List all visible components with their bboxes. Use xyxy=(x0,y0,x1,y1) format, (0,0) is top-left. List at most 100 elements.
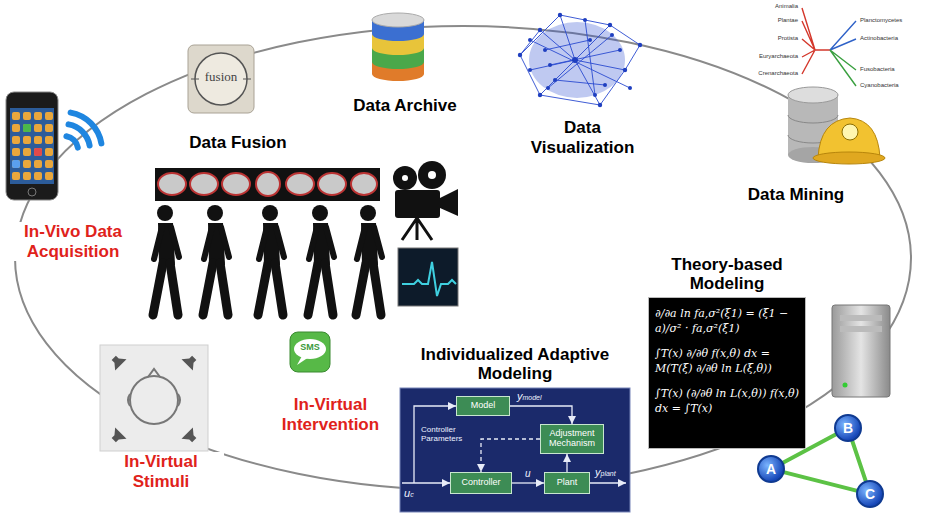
graph-node: C xyxy=(856,480,884,508)
network-graph xyxy=(583,18,587,22)
brain-strip xyxy=(256,172,280,196)
phone-icon xyxy=(10,108,54,184)
equation-text: ∫T(x) ∂/∂θ f(x,θ) dx = M(T(ξ) ∂/∂θ ln L(… xyxy=(655,346,799,377)
phylo-tree xyxy=(802,8,830,74)
stimuli-icon xyxy=(182,428,200,446)
server-icon xyxy=(832,305,890,397)
tree-label: Euryarchaeota xyxy=(748,53,798,60)
sms-icon xyxy=(297,356,309,365)
section-heading: Theory-based Modeling xyxy=(649,255,805,294)
stage-label: Data Fusion xyxy=(168,133,308,153)
tree-label: Animalia xyxy=(758,3,798,10)
database-icon xyxy=(372,13,424,81)
signal-wire xyxy=(402,406,626,483)
walking-figures xyxy=(203,205,229,315)
fusion-icon xyxy=(188,45,254,113)
network-graph xyxy=(593,93,597,97)
sms-icon xyxy=(290,332,330,372)
brain-strip xyxy=(158,173,186,195)
camera-icon xyxy=(440,189,458,216)
stimuli-icon xyxy=(108,352,200,446)
network-graph xyxy=(538,93,542,97)
stage-label: In-Vivo Data Acquisition xyxy=(8,222,138,261)
brain-strip xyxy=(155,168,380,201)
database-icon xyxy=(372,13,424,27)
walking-figures xyxy=(258,205,284,315)
stage-label: Data Visualization xyxy=(515,118,650,157)
walking-figures xyxy=(308,205,334,315)
network-graph xyxy=(603,83,607,87)
tree-label: Fusobacteria xyxy=(860,66,912,73)
network-graph xyxy=(528,38,532,42)
node-text: Model xyxy=(471,401,496,411)
fusion-icon xyxy=(188,45,254,113)
edge-label: u xyxy=(524,468,532,480)
signal-wire xyxy=(402,482,450,483)
ecg-icon xyxy=(398,248,458,306)
phone-icon xyxy=(23,124,31,132)
wifi-icon xyxy=(71,113,102,144)
control-diagram-panel: Individualized Adaptive ModelingModelAdj… xyxy=(400,388,630,512)
wifi-icon xyxy=(69,124,90,145)
network-graph xyxy=(608,23,612,27)
fusion-icon xyxy=(243,79,251,80)
network-graph xyxy=(558,13,562,17)
walking-figures xyxy=(356,205,382,315)
network-graph xyxy=(553,78,557,82)
section-heading: Individualized Adaptive Modeling xyxy=(420,345,610,384)
phone-icon xyxy=(6,92,58,200)
camera-icon xyxy=(402,218,432,240)
tree-label: Planctomycetes xyxy=(860,17,912,24)
data-mining-icon xyxy=(813,152,885,164)
camera-icon xyxy=(393,161,458,240)
network-graph xyxy=(598,103,602,107)
data-mining-icon xyxy=(788,87,838,103)
network-graph xyxy=(610,33,614,37)
phone-icon xyxy=(10,108,54,184)
tree-label: Plantae xyxy=(758,17,798,24)
equation-panel: Theory-based Modeling∂/∂a ln fa,σ²(ξ1) =… xyxy=(648,297,806,449)
network-graph xyxy=(528,68,532,72)
ecg-icon xyxy=(398,248,458,306)
network-graph xyxy=(628,86,632,90)
graph-edge xyxy=(785,472,857,490)
network-graph xyxy=(572,57,578,63)
edge-label: Controller Parameters xyxy=(420,425,472,443)
signal-arrow xyxy=(566,454,567,472)
brain-strip xyxy=(286,173,314,195)
network-graph xyxy=(518,53,522,57)
tree-label: Actinobacteria xyxy=(860,35,912,42)
equation-text: ∫T(x) (∂/∂θ ln L(x,θ)) f(x,θ) dx = ∫T(x) xyxy=(655,386,799,417)
stage-label: In-Virtual Stimuli xyxy=(98,452,224,491)
tree-label: Crenarchaeota xyxy=(748,70,798,77)
walking-figures xyxy=(153,205,382,315)
stage-label: Data Mining xyxy=(726,185,866,205)
node-text: Controller xyxy=(461,478,500,488)
graph-node: A xyxy=(757,455,785,483)
camera-icon xyxy=(395,190,440,218)
phone-icon xyxy=(12,160,20,168)
network-graph xyxy=(588,38,592,42)
server-icon xyxy=(840,315,882,321)
wifi-icon xyxy=(66,113,101,148)
brain-strip xyxy=(158,172,377,196)
block-box: Controller xyxy=(450,472,512,494)
ecg-icon xyxy=(402,262,456,296)
stimuli-icon xyxy=(108,352,126,370)
control-panel-fill xyxy=(400,388,630,512)
network-graph xyxy=(546,86,550,90)
network-graph xyxy=(638,43,642,47)
fusion-icon xyxy=(191,79,199,80)
brain-strip xyxy=(155,168,380,201)
block-box: Adjustment Mechanism xyxy=(540,424,604,454)
fusion-icon xyxy=(195,53,247,105)
equation-text: ∂/∂a ln fa,σ²(ξ1) = (ξ1 − a)/σ² · fa,σ²(… xyxy=(655,306,799,337)
brain-strip xyxy=(222,173,250,195)
stimuli-icon xyxy=(182,352,200,370)
node-text: B xyxy=(843,420,853,436)
icon-text: fusion xyxy=(195,70,247,85)
brain-strip xyxy=(190,173,218,195)
phone-icon xyxy=(34,148,42,156)
node-text: Adjustment Mechanism xyxy=(543,429,601,449)
stage-label: In-Virtual Intervention xyxy=(268,395,393,434)
